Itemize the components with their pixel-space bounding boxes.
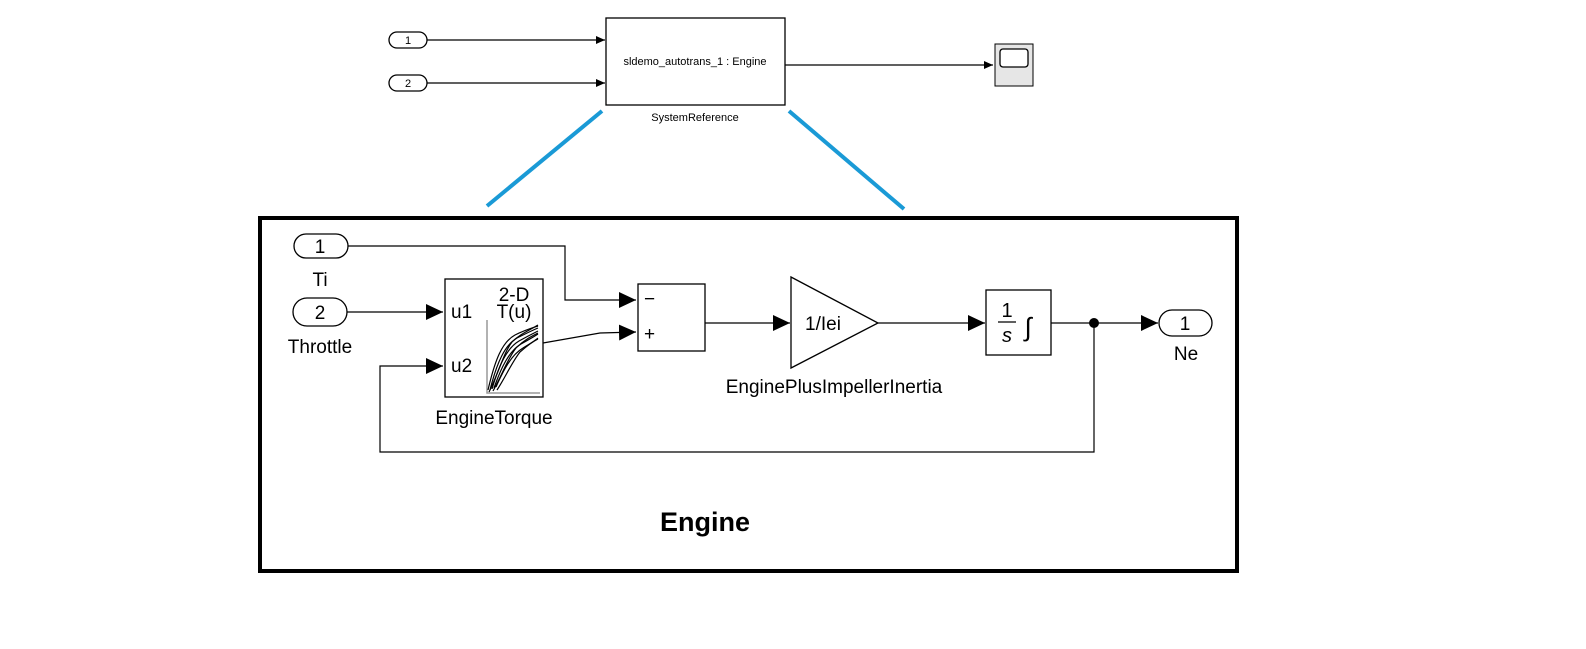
top-inport-1[interactable]: 1: [388, 31, 428, 49]
gain-block[interactable]: 1/Iei: [790, 275, 880, 370]
inport-throttle-label: Throttle: [288, 337, 352, 358]
outport-ne-label: Ne: [1174, 344, 1198, 365]
lookup-input-u1: u1: [451, 302, 472, 323]
signal-ti-to-sum[interactable]: [348, 245, 636, 308]
scope-block[interactable]: [994, 43, 1034, 87]
zoom-line-right: [787, 109, 906, 211]
inport-ti[interactable]: 1: [293, 233, 349, 259]
integral-icon: ∫: [1022, 312, 1033, 342]
gain-value: 1/Iei: [805, 314, 841, 335]
sum-sign-minus: −: [644, 289, 655, 310]
top-inport-2[interactable]: 2: [388, 74, 428, 92]
sum-block[interactable]: − +: [637, 283, 706, 352]
sum-sign-plus: +: [644, 324, 655, 345]
engine-torque-lookup-block[interactable]: 2-D T(u) u1 u2: [444, 278, 544, 398]
top-inport-1-number: 1: [405, 35, 411, 47]
gain-caption: EnginePlusImpellerInertia: [726, 377, 943, 398]
lookup-caption: EngineTorque: [435, 408, 552, 429]
signal-feedback-to-u2[interactable]: [379, 323, 1095, 453]
lookup-surface-icon: [486, 320, 540, 394]
branch-point: [1089, 318, 1099, 328]
integrator-numerator: 1: [1001, 300, 1012, 322]
subsystem-reference-block[interactable]: sldemo_autotrans_1 : Engine: [605, 17, 786, 106]
top-model: 1 2 sldemo_autotrans_1 : Engine SystemRe…: [388, 17, 1034, 124]
outport-ne[interactable]: 1: [1158, 309, 1213, 337]
zoom-line-left: [485, 109, 604, 208]
inport-ti-label: Ti: [312, 270, 327, 291]
engine-subsystem-frame: [258, 216, 1239, 573]
lookup-header-tu: T(u): [497, 302, 532, 323]
top-inport-2-number: 2: [405, 78, 411, 90]
lookup-header-2d: 2-D: [499, 285, 530, 306]
integrator-denominator: s: [1002, 325, 1012, 347]
inport-ti-number: 1: [315, 237, 326, 258]
subsystem-reference-label: sldemo_autotrans_1 : Engine: [623, 56, 766, 68]
integrator-block[interactable]: 1 s ∫: [985, 289, 1052, 356]
inport-throttle-number: 2: [315, 303, 326, 324]
signal-torque-to-sum[interactable]: [542, 324, 637, 344]
scope-icon: [999, 48, 1029, 68]
outport-ne-number: 1: [1180, 314, 1191, 335]
lookup-input-u2: u2: [451, 356, 472, 377]
engine-subsystem-title: Engine: [660, 507, 750, 537]
subsystem-reference-caption: SystemReference: [651, 112, 738, 124]
engine-subsystem-view: 1 Ti 2 Throttle 2-D T(u) u1 u2: [258, 216, 1239, 573]
inport-throttle[interactable]: 2: [292, 297, 348, 327]
